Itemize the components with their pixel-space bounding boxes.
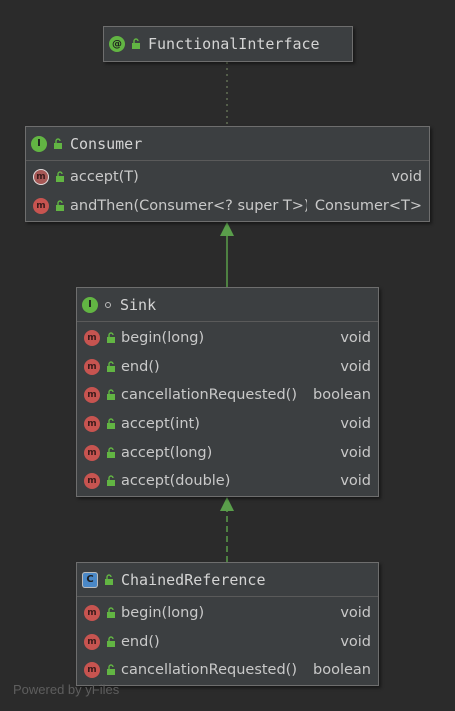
member-type: void bbox=[340, 633, 371, 650]
member-name: end() bbox=[121, 358, 160, 375]
unlock-icon bbox=[107, 332, 115, 344]
method-icon: m bbox=[84, 330, 100, 347]
node-consumer[interactable]: I Consumer m accept(T) void m andThen(Co… bbox=[25, 126, 430, 222]
unlock-icon bbox=[107, 664, 115, 676]
unlock-icon bbox=[132, 38, 140, 49]
member-row[interactable]: m accept(int) void bbox=[77, 410, 378, 439]
member-name: accept(double) bbox=[121, 473, 231, 490]
member-type: Consumer<T> bbox=[314, 197, 422, 214]
member-type: boolean bbox=[313, 662, 371, 679]
member-type: void bbox=[391, 169, 422, 186]
node-header: @ FunctionalInterface bbox=[104, 27, 352, 61]
interface-icon: I bbox=[82, 296, 98, 313]
implements-arrowhead bbox=[220, 497, 234, 511]
node-sink[interactable]: I Sink m begin(long) void m end() void m… bbox=[76, 287, 379, 497]
node-functional-interface[interactable]: @ FunctionalInterface bbox=[103, 26, 353, 62]
member-row[interactable]: m accept(long) void bbox=[77, 438, 378, 467]
unlock-icon bbox=[107, 418, 115, 430]
member-row[interactable]: m cancellationRequested() boolean bbox=[77, 381, 378, 410]
node-header: C ChainedReference bbox=[77, 563, 378, 597]
method-icon: m bbox=[33, 197, 49, 214]
node-title: FunctionalInterface bbox=[148, 35, 320, 53]
member-name: begin(long) bbox=[121, 605, 205, 622]
member-type: void bbox=[340, 605, 371, 622]
unlock-icon bbox=[54, 137, 62, 149]
member-row[interactable]: m end() void bbox=[77, 353, 378, 382]
member-row[interactable]: m end() void bbox=[77, 628, 378, 657]
extends-arrowhead bbox=[220, 222, 234, 236]
interface-icon: I bbox=[31, 135, 47, 152]
unlock-icon bbox=[107, 446, 115, 458]
unlock-icon bbox=[56, 171, 64, 183]
member-list: m begin(long) void m end() void m cancel… bbox=[77, 322, 378, 496]
member-name: end() bbox=[121, 633, 160, 650]
node-header: I Sink bbox=[77, 288, 378, 322]
member-row[interactable]: m accept(double) void bbox=[77, 467, 378, 496]
member-row[interactable]: m cancellationRequested() boolean bbox=[77, 656, 378, 685]
unlock-icon bbox=[107, 361, 115, 372]
annotation-icon: @ bbox=[109, 36, 125, 52]
package-private-icon bbox=[105, 301, 111, 308]
member-type: void bbox=[340, 444, 371, 461]
unlock-icon bbox=[107, 607, 115, 619]
node-chained-reference[interactable]: C ChainedReference m begin(long) void m … bbox=[76, 562, 379, 686]
member-type: boolean bbox=[313, 387, 371, 404]
member-name: accept(T) bbox=[70, 169, 139, 186]
method-icon: m bbox=[84, 416, 100, 433]
member-type: void bbox=[340, 416, 371, 433]
member-name: begin(long) bbox=[121, 330, 205, 347]
method-icon: m bbox=[84, 633, 100, 650]
unlock-icon bbox=[105, 573, 113, 585]
member-row[interactable]: m accept(T) void bbox=[26, 163, 429, 192]
unlock-icon bbox=[107, 389, 115, 401]
unlock-icon bbox=[107, 475, 115, 487]
member-name: andThen(Consumer<? super T>) bbox=[70, 197, 307, 214]
node-title: Sink bbox=[120, 295, 157, 314]
member-list: m accept(T) void m andThen(Consumer<? su… bbox=[26, 161, 429, 220]
abstract-class-icon: C bbox=[82, 571, 98, 588]
member-row[interactable]: m begin(long) void bbox=[77, 324, 378, 353]
member-row[interactable]: m andThen(Consumer<? super T>) Consumer<… bbox=[26, 192, 429, 221]
member-row[interactable]: m begin(long) void bbox=[77, 599, 378, 628]
abstract-method-icon: m bbox=[33, 169, 49, 186]
member-name: accept(long) bbox=[121, 444, 213, 461]
method-icon: m bbox=[84, 473, 100, 490]
member-list: m begin(long) void m end() void m cancel… bbox=[77, 597, 378, 685]
unlock-icon bbox=[56, 200, 64, 211]
member-name: cancellationRequested() bbox=[121, 662, 297, 679]
member-name: accept(int) bbox=[121, 416, 200, 433]
node-title: Consumer bbox=[70, 134, 143, 153]
member-type: void bbox=[340, 330, 371, 347]
member-type: void bbox=[340, 358, 371, 375]
method-icon: m bbox=[84, 358, 100, 375]
watermark: Powered by yFiles bbox=[13, 682, 120, 697]
member-name: cancellationRequested() bbox=[121, 387, 297, 404]
node-title: ChainedReference bbox=[121, 570, 266, 589]
unlock-icon bbox=[107, 636, 115, 647]
method-icon: m bbox=[84, 662, 100, 679]
method-icon: m bbox=[84, 444, 100, 461]
method-icon: m bbox=[84, 387, 100, 404]
method-icon: m bbox=[84, 605, 100, 622]
node-header: I Consumer bbox=[26, 127, 429, 161]
member-type: void bbox=[340, 473, 371, 490]
